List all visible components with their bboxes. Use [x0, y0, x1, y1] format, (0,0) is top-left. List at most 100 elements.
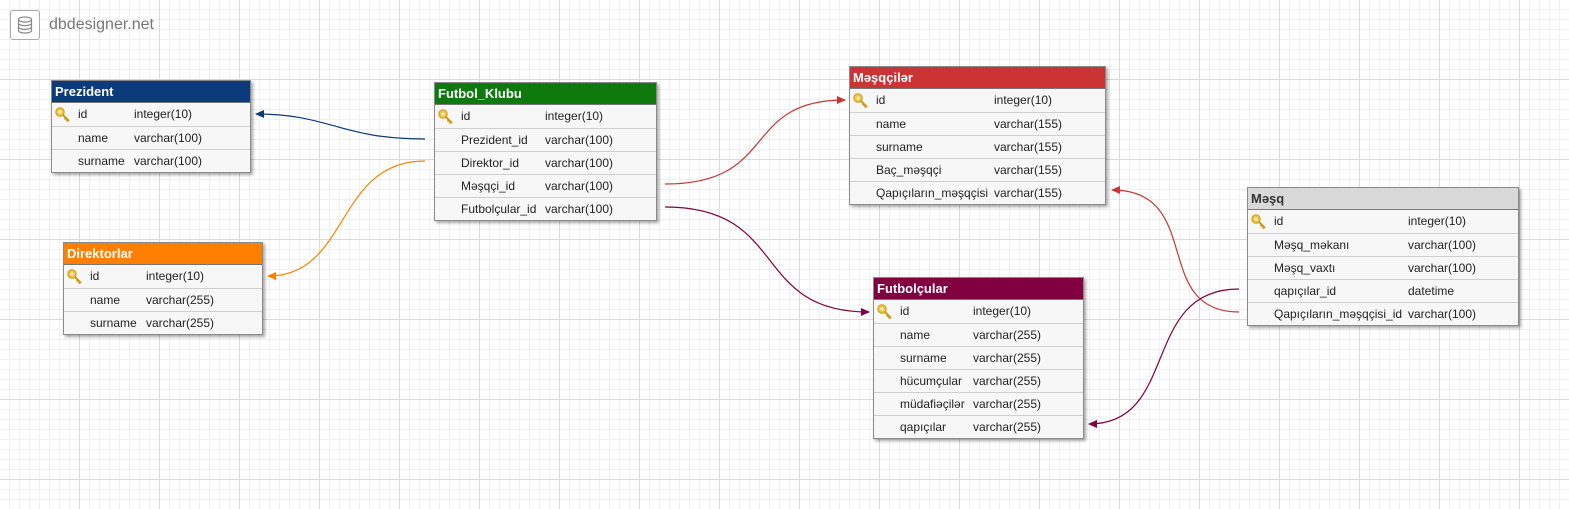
- table-row[interactable]: Baç_məşqçi varchar(155): [850, 158, 1105, 181]
- primary-key-icon: [876, 303, 894, 320]
- column-name: Futbolçular_id: [461, 202, 537, 216]
- column-name: müdafiəçilər: [900, 397, 965, 411]
- primary-key-icon: [66, 268, 84, 285]
- primary-key-icon: [54, 106, 72, 123]
- relation-klub-futbolcu: [664, 206, 870, 316]
- column-type: varchar(100): [1408, 307, 1477, 321]
- table-row[interactable]: surname varchar(155): [850, 135, 1105, 158]
- table-row[interactable]: qapıçılar_id datetime: [1248, 279, 1518, 302]
- column-name: Direktor_id: [461, 156, 520, 170]
- table-masqcilar[interactable]: Məşqçilər id integer(10) name varchar(15…: [849, 66, 1106, 205]
- primary-key-icon: [852, 92, 870, 109]
- column-type: varchar(255): [973, 397, 1042, 411]
- column-type: varchar(255): [973, 328, 1042, 342]
- column-name: id: [461, 109, 471, 123]
- table-row[interactable]: Məşqçi_id varchar(100): [435, 174, 656, 197]
- column-name: id: [1274, 214, 1284, 228]
- table-masq[interactable]: Məşq id integer(10) Məşq_məkanı varchar(…: [1247, 187, 1519, 326]
- table-prezident[interactable]: Prezident id integer(10) name varchar(10…: [51, 80, 251, 173]
- table-header: Direktorlar: [64, 243, 262, 265]
- column-name: id: [90, 269, 100, 283]
- column-type: varchar(155): [994, 117, 1063, 131]
- column-name: Qapıçıların_məşqçisi_id: [1274, 307, 1403, 321]
- table-row[interactable]: id integer(10): [52, 103, 250, 126]
- table-row[interactable]: surname varchar(100): [52, 149, 250, 172]
- column-name: Məşq_məkanı: [1274, 238, 1350, 252]
- column-type: varchar(100): [545, 133, 614, 147]
- column-name: Məşqçi_id: [461, 179, 516, 193]
- table-row[interactable]: müdafiəçilər varchar(255): [874, 392, 1083, 415]
- relation-masq-masqci: [1111, 186, 1240, 313]
- table-header: Məşqçilər: [850, 67, 1105, 89]
- relation-klub-prezident: [255, 110, 426, 140]
- table-futbol-klubu[interactable]: Futbol_Klubu id integer(10) Prezident_id…: [434, 82, 657, 221]
- primary-key-icon: [437, 108, 455, 125]
- table-row[interactable]: id integer(10): [850, 89, 1105, 112]
- column-name: surname: [900, 351, 947, 365]
- column-name: id: [78, 107, 88, 121]
- table-row[interactable]: Prezident_id varchar(100): [435, 128, 656, 151]
- column-name: Prezident_id: [461, 133, 528, 147]
- column-type: integer(10): [973, 304, 1032, 318]
- column-name: qapıçılar_id: [1274, 284, 1337, 298]
- table-row[interactable]: Direktor_id varchar(100): [435, 151, 656, 174]
- column-type: varchar(155): [994, 140, 1063, 154]
- table-row[interactable]: name varchar(255): [64, 288, 262, 311]
- table-row[interactable]: Qapıçıların_məşqçisi varchar(155): [850, 181, 1105, 204]
- table-row[interactable]: qapıçılar varchar(255): [874, 415, 1083, 438]
- column-type: varchar(100): [134, 154, 203, 168]
- column-name: Baç_məşqçi: [876, 163, 942, 177]
- column-type: varchar(100): [545, 156, 614, 170]
- table-header: Futbol_Klubu: [435, 83, 656, 105]
- column-type: varchar(255): [146, 293, 215, 307]
- column-name: name: [900, 328, 931, 342]
- table-futbolcular[interactable]: Futbolçular id integer(10) name varchar(…: [873, 277, 1084, 439]
- table-row[interactable]: name varchar(100): [52, 126, 250, 149]
- column-type: varchar(100): [1408, 238, 1477, 252]
- relation-masq-futbolcu: [1088, 288, 1240, 428]
- table-row[interactable]: Qapıçıların_məşqçisi_id varchar(100): [1248, 302, 1518, 325]
- table-row[interactable]: id integer(10): [435, 105, 656, 128]
- table-row[interactable]: Məşq_məkanı varchar(100): [1248, 233, 1518, 256]
- table-row[interactable]: hücumçular varchar(255): [874, 369, 1083, 392]
- column-type: integer(10): [1408, 214, 1467, 228]
- column-name: Qapıçıların_məşqçisi: [876, 186, 989, 200]
- table-row[interactable]: name varchar(155): [850, 112, 1105, 135]
- table-row[interactable]: surname varchar(255): [874, 346, 1083, 369]
- column-name: name: [78, 131, 109, 145]
- table-header: Prezident: [52, 81, 250, 103]
- column-type: varchar(100): [545, 179, 614, 193]
- column-type: varchar(255): [973, 374, 1042, 388]
- column-name: surname: [90, 316, 137, 330]
- table-header: Futbolçular: [874, 278, 1083, 300]
- table-row[interactable]: Məşq_vaxtı varchar(100): [1248, 256, 1518, 279]
- column-type: integer(10): [146, 269, 205, 283]
- column-name: surname: [876, 140, 923, 154]
- app-logo[interactable]: dbdesigner.net: [10, 10, 154, 40]
- table-row[interactable]: name varchar(255): [874, 323, 1083, 346]
- table-direktorlar[interactable]: Direktorlar id integer(10) name varchar(…: [63, 242, 263, 335]
- table-row[interactable]: Futbolçular_id varchar(100): [435, 197, 656, 220]
- column-name: id: [900, 304, 910, 318]
- table-row[interactable]: id integer(10): [64, 265, 262, 288]
- column-name: hücumçular: [900, 374, 963, 388]
- column-name: id: [876, 93, 886, 107]
- column-name: surname: [78, 154, 125, 168]
- column-type: varchar(100): [545, 202, 614, 216]
- column-name: qapıçılar: [900, 420, 947, 434]
- primary-key-icon: [1250, 213, 1268, 230]
- relation-klub-direktor: [267, 160, 426, 280]
- column-type: varchar(100): [134, 131, 203, 145]
- table-row[interactable]: id integer(10): [1248, 210, 1518, 233]
- app-title: dbdesigner.net: [49, 16, 154, 33]
- column-type: integer(10): [994, 93, 1053, 107]
- relation-klub-masqci: [664, 96, 846, 185]
- column-type: varchar(255): [973, 420, 1042, 434]
- column-type: varchar(155): [994, 186, 1063, 200]
- column-type: integer(10): [134, 107, 193, 121]
- column-type: varchar(255): [146, 316, 215, 330]
- table-row[interactable]: id integer(10): [874, 300, 1083, 323]
- table-row[interactable]: surname varchar(255): [64, 311, 262, 334]
- column-type: varchar(255): [973, 351, 1042, 365]
